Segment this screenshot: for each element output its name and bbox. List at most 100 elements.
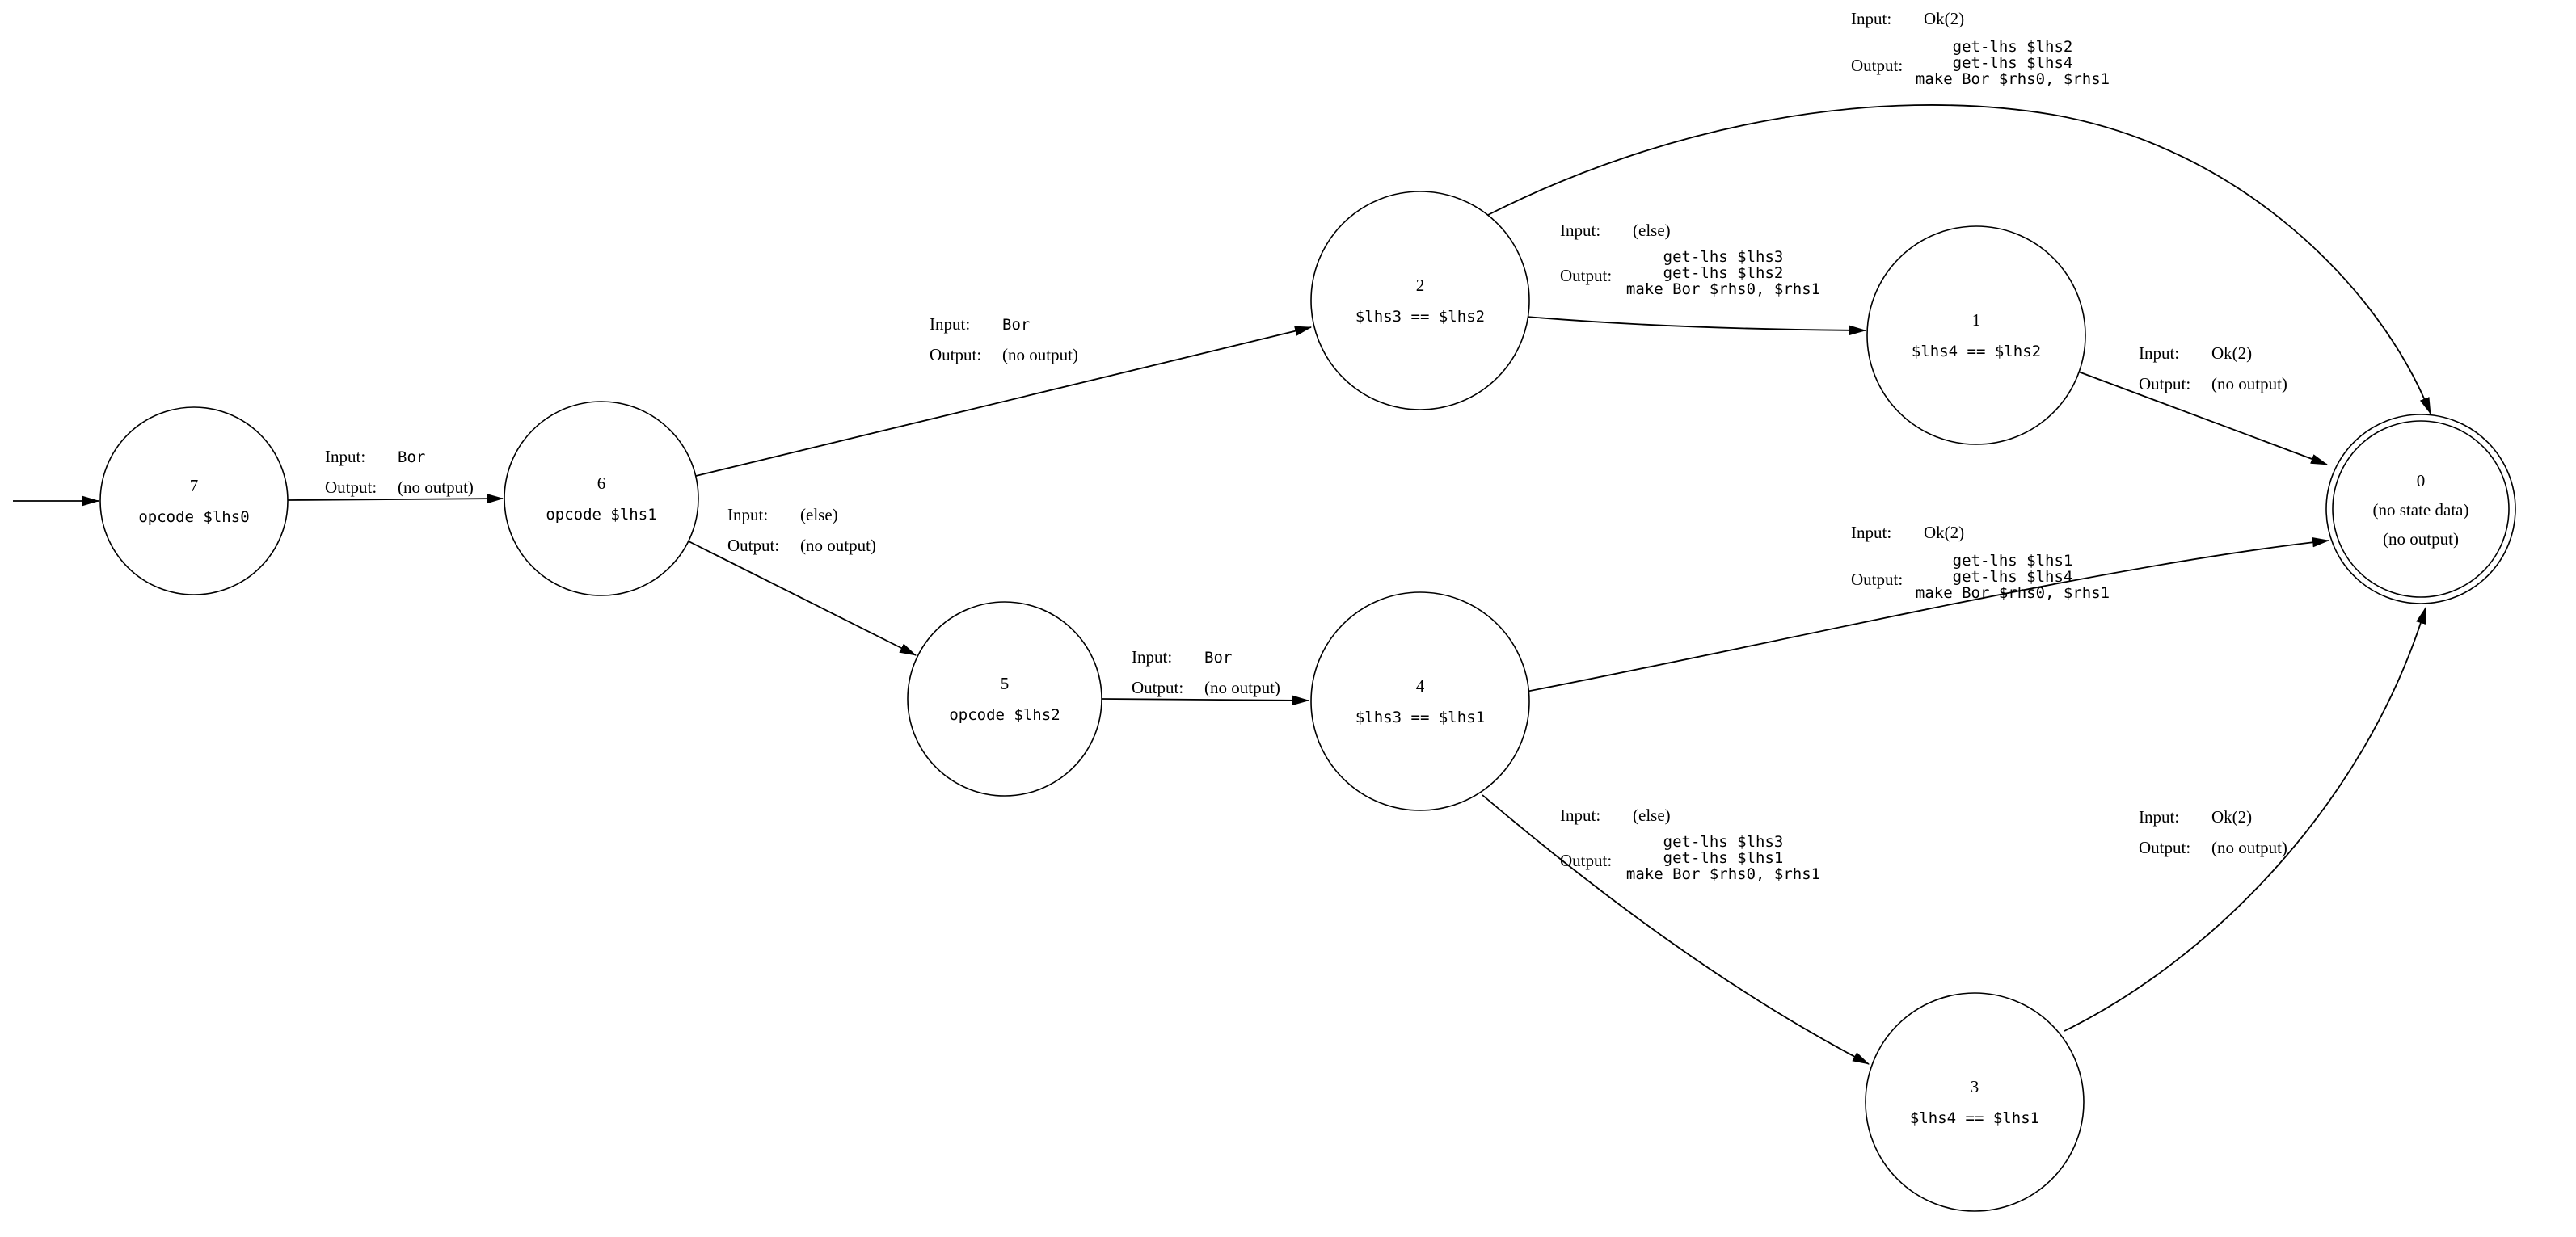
node-label: (no output): [2383, 529, 2459, 549]
edge-line-5-4: [1101, 695, 1310, 706]
edge-label: get-lhs $lhs3: [1663, 248, 1784, 266]
edge-label: Input:: [727, 505, 768, 524]
edge-label: get-lhs $lhs4: [1953, 568, 2073, 586]
edge-label: get-lhs $lhs1: [1663, 849, 1784, 867]
edge-label: Output:: [1132, 678, 1183, 697]
edge-label: Output:: [1560, 266, 1612, 285]
node-label: 4: [1416, 676, 1425, 696]
node-inner-circle: [2332, 420, 2510, 598]
edge-label: Input:: [1560, 221, 1600, 240]
edge-3-0: Input: Ok(2) Output: (no output): [2064, 606, 2426, 1032]
state-node-5: 5 opcode $lhs2: [907, 601, 1102, 797]
node-label: 7: [190, 476, 199, 495]
edge-line-7-6: [287, 493, 504, 504]
state-node-0: 0 (no state data) (no output): [2325, 414, 2516, 604]
node-circle: [99, 406, 289, 595]
edge-label: Output:: [930, 345, 981, 364]
state-node-1: 1 $lhs4 == $lhs2: [1866, 225, 2086, 445]
state-node-6: 6 opcode $lhs1: [504, 401, 699, 596]
edge-label: (no output): [1002, 345, 1078, 364]
edge-label: Ok(2): [2211, 807, 2252, 827]
edge-label: Ok(2): [2211, 343, 2252, 363]
edge-line-3-0: [2064, 606, 2426, 1032]
edge-label: (else): [1633, 221, 1671, 240]
edge-label: Output:: [1560, 851, 1612, 870]
node-label: 2: [1416, 276, 1425, 295]
node-label: 0: [2417, 471, 2426, 490]
edge-label: Input:: [2139, 343, 2179, 363]
node-label: (no state data): [2373, 500, 2469, 520]
state-node-2: 2 $lhs3 == $lhs2: [1310, 191, 1530, 410]
edge-line-1-0: [2073, 369, 2329, 465]
node-circle: [504, 401, 699, 596]
edge-label: Ok(2): [1924, 9, 1964, 28]
node-label: 1: [1972, 310, 1981, 330]
edge-label: Input:: [325, 447, 365, 466]
edge-label: Bor: [1002, 316, 1030, 334]
edge-label: Input:: [1851, 523, 1891, 542]
edge-label: make Bor $rhs0, $rhs1: [1626, 865, 1820, 883]
edge-label: Output:: [727, 536, 779, 555]
edge-label: Input:: [1560, 806, 1600, 825]
node-label: 3: [1971, 1077, 1979, 1096]
edge-label: Input:: [930, 314, 970, 334]
node-circle: [1310, 591, 1530, 811]
state-node-3: 3 $lhs4 == $lhs1: [1865, 992, 2085, 1212]
node-label: opcode $lhs1: [546, 506, 656, 524]
edge-label: Bor: [1204, 649, 1232, 667]
edge-label: Output:: [2139, 374, 2190, 393]
node-label: opcode $lhs2: [949, 706, 1060, 724]
edge-label: Output:: [325, 478, 377, 497]
edge-label: (no output): [1204, 678, 1280, 697]
edge-label: (no output): [800, 536, 876, 555]
node-label: $lhs3 == $lhs2: [1355, 308, 1485, 326]
node-label: $lhs4 == $lhs1: [1910, 1109, 2039, 1127]
state-node-4: 4 $lhs3 == $lhs1: [1310, 591, 1530, 811]
edge-label: (else): [800, 505, 838, 524]
edge-label: get-lhs $lhs1: [1953, 552, 2073, 570]
edge-label: Output:: [1851, 570, 1903, 589]
edge-label: get-lhs $lhs4: [1953, 54, 2073, 72]
edge-6-5: Input: (else) Output: (no output): [688, 505, 917, 656]
node-circle: [1866, 225, 2086, 445]
node-circle: [907, 601, 1102, 797]
edge-label: Output:: [2139, 838, 2190, 857]
node-label: 5: [1001, 674, 1010, 693]
edge-label: Input:: [1851, 9, 1891, 28]
edge-label: (no output): [2211, 838, 2287, 857]
edge-label: (no output): [2211, 374, 2287, 393]
edge-label: Input:: [2139, 807, 2179, 827]
edge-label: get-lhs $lhs3: [1663, 833, 1784, 851]
edge-label: Ok(2): [1924, 523, 1964, 542]
node-label: $lhs4 == $lhs2: [1912, 343, 2041, 360]
edge-label: Bor: [398, 448, 425, 466]
edge-1-0: Input: Ok(2) Output: (no output): [2073, 343, 2329, 465]
edge-label: (else): [1633, 806, 1671, 825]
edge-line-4-0: [1525, 537, 2330, 692]
edge-label: make Bor $rhs0, $rhs1: [1916, 70, 2110, 88]
edge-line-4-3: [1482, 794, 1870, 1065]
node-label: 6: [597, 473, 606, 493]
edge-line-6-5: [688, 541, 917, 656]
edge-label: make Bor $rhs0, $rhs1: [1916, 584, 2110, 602]
edge-label: get-lhs $lhs2: [1953, 38, 2073, 56]
edge-label: Output:: [1851, 56, 1903, 75]
node-label: $lhs3 == $lhs1: [1355, 709, 1485, 726]
edge-label: get-lhs $lhs2: [1663, 264, 1784, 282]
edge-line-2-1: [1526, 316, 1867, 336]
edge-label: (no output): [398, 478, 474, 497]
edge-line-6-2: [695, 326, 1313, 477]
edge-line-2-0: [1487, 104, 2431, 415]
